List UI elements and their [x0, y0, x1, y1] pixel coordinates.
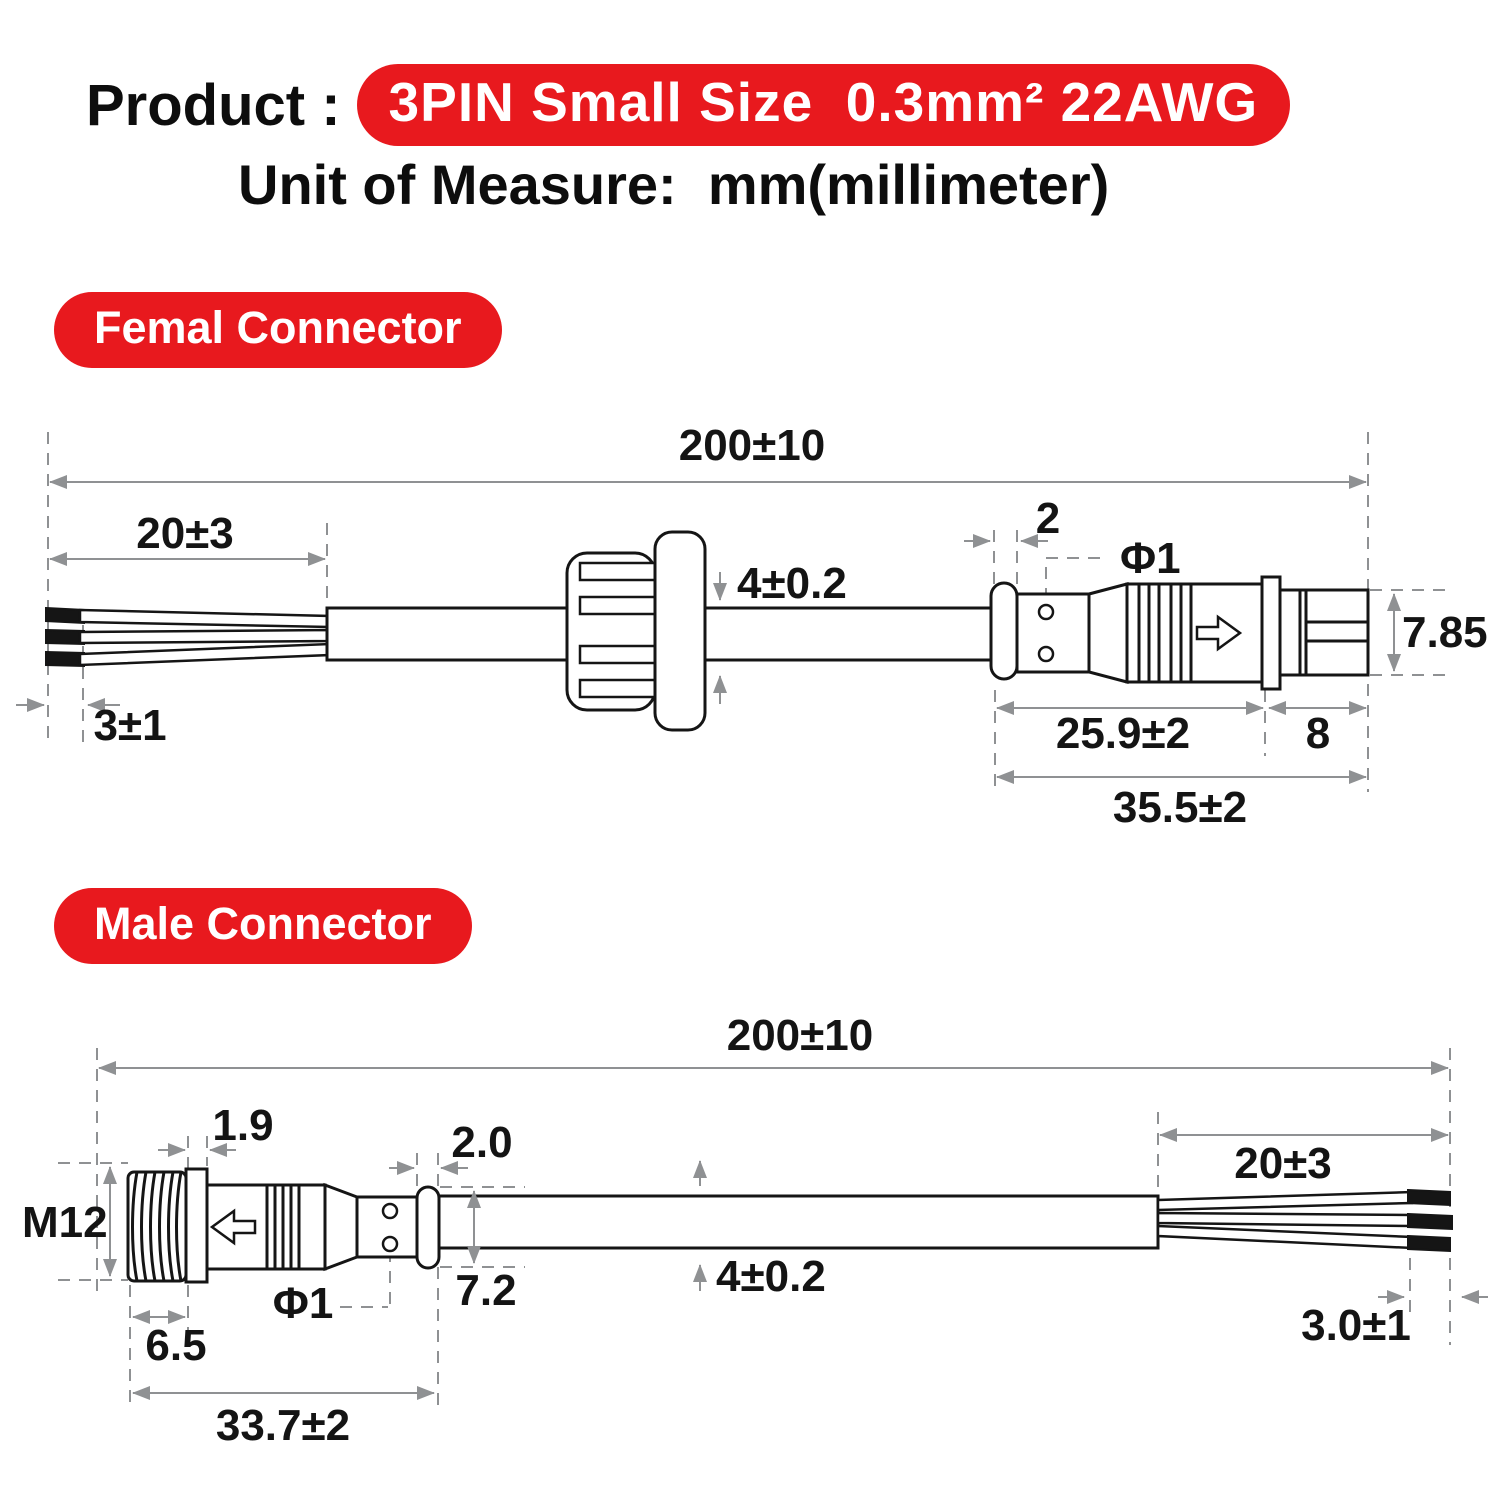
- dim-overall-length: 200±10: [679, 421, 826, 470]
- dim-body-length: 33.7±2: [216, 1401, 350, 1450]
- wire: [1156, 1224, 1414, 1250]
- dim-cable-diameter: 4±0.2: [737, 559, 847, 608]
- dim-thread-length: 6.5: [145, 1321, 206, 1370]
- male-dimension-lines: [98, 1061, 1488, 1400]
- head-flange: [1260, 575, 1282, 691]
- product-title-row: Product : 3PIN Small Size 0.3mm² 22AWG: [86, 64, 1291, 146]
- dim-cap-width: 2: [1036, 494, 1060, 543]
- head-taper: [323, 1182, 359, 1272]
- wire: [78, 628, 332, 645]
- female-cable-gland: [565, 530, 707, 732]
- socket-key: [1304, 620, 1370, 643]
- female-connector-badge: Femal Connector: [54, 292, 502, 368]
- wire: [1156, 1190, 1414, 1212]
- dim-strip-length: 3.0±1: [1301, 1301, 1411, 1350]
- female-connector-head: [989, 575, 1370, 691]
- head-cap: [989, 581, 1019, 681]
- dim-strip-length: 3±1: [93, 701, 166, 750]
- female-wires: [45, 606, 332, 668]
- dim-wire-length: 20±3: [1234, 1139, 1332, 1188]
- direction-arrow-icon: [209, 1208, 257, 1246]
- dim-flange-width: 1.9: [212, 1101, 273, 1150]
- wire: [78, 608, 332, 629]
- male-dimension-labels: 200±10 1.9 2.0 20±3 M12 4±0.2 Φ1 7.2 6.5…: [22, 1011, 1411, 1450]
- dim-cap-width: 2.0: [451, 1118, 512, 1167]
- direction-arrow-icon: [1195, 614, 1243, 652]
- wire-tip: [45, 628, 85, 646]
- dim-head-height: 7.85: [1402, 608, 1488, 657]
- head-body: [1015, 592, 1091, 674]
- dim-body-length: 25.9±2: [1056, 709, 1190, 758]
- male-wires: [1156, 1188, 1453, 1253]
- wire: [78, 642, 332, 667]
- female-dimension-lines: [16, 475, 1401, 784]
- unit-of-measure-line: Unit of Measure: mm(millimeter): [238, 153, 1110, 216]
- dim-overall-length: 200±10: [727, 1011, 874, 1060]
- dim-head-height: 7.2: [455, 1266, 516, 1315]
- wire-tip: [45, 606, 85, 625]
- dim-hole-diameter: Φ1: [273, 1279, 334, 1328]
- male-connector-badge: Male Connector: [54, 888, 472, 964]
- product-name-badge: 3PIN Small Size 0.3mm² 22AWG: [356, 64, 1291, 146]
- male-cable: [437, 1194, 1160, 1250]
- wire-tip: [45, 650, 85, 668]
- dim-tip-length: 8: [1306, 709, 1330, 758]
- pin-hole: [381, 1235, 399, 1253]
- dim-thread-size: M12: [22, 1198, 108, 1247]
- male-connector-head: [126, 1167, 441, 1284]
- male-extension-lines: [58, 1048, 1451, 1405]
- dim-wire-length: 20±3: [136, 509, 234, 558]
- wire-tip: [1407, 1212, 1453, 1231]
- dim-total-head-length: 35.5±2: [1113, 783, 1247, 832]
- male-connector-diagram: 200±10 1.9 2.0 20±3 M12 4±0.2 Φ1 7.2 6.5…: [22, 1011, 1488, 1450]
- head-flange: [184, 1167, 209, 1284]
- head-taper: [1087, 582, 1129, 684]
- pin-hole: [381, 1202, 399, 1220]
- female-dimension-labels: 200±10 20±3 3±1 4±0.2 2 Φ1 7.85 25.9±2 8…: [93, 421, 1487, 832]
- head-cap: [415, 1185, 441, 1270]
- pin-hole: [1037, 645, 1055, 663]
- wire-tip: [1407, 1188, 1451, 1207]
- female-connector-diagram: 200±10 20±3 3±1 4±0.2 2 Φ1 7.85 25.9±2 8…: [16, 421, 1488, 832]
- wire-tip: [1407, 1234, 1451, 1253]
- dim-hole-diameter: Φ1: [1120, 534, 1181, 583]
- pin-hole: [1037, 603, 1055, 621]
- product-label: Product :: [86, 72, 341, 138]
- wire: [1156, 1211, 1414, 1228]
- dim-cable-diameter: 4±0.2: [716, 1252, 826, 1301]
